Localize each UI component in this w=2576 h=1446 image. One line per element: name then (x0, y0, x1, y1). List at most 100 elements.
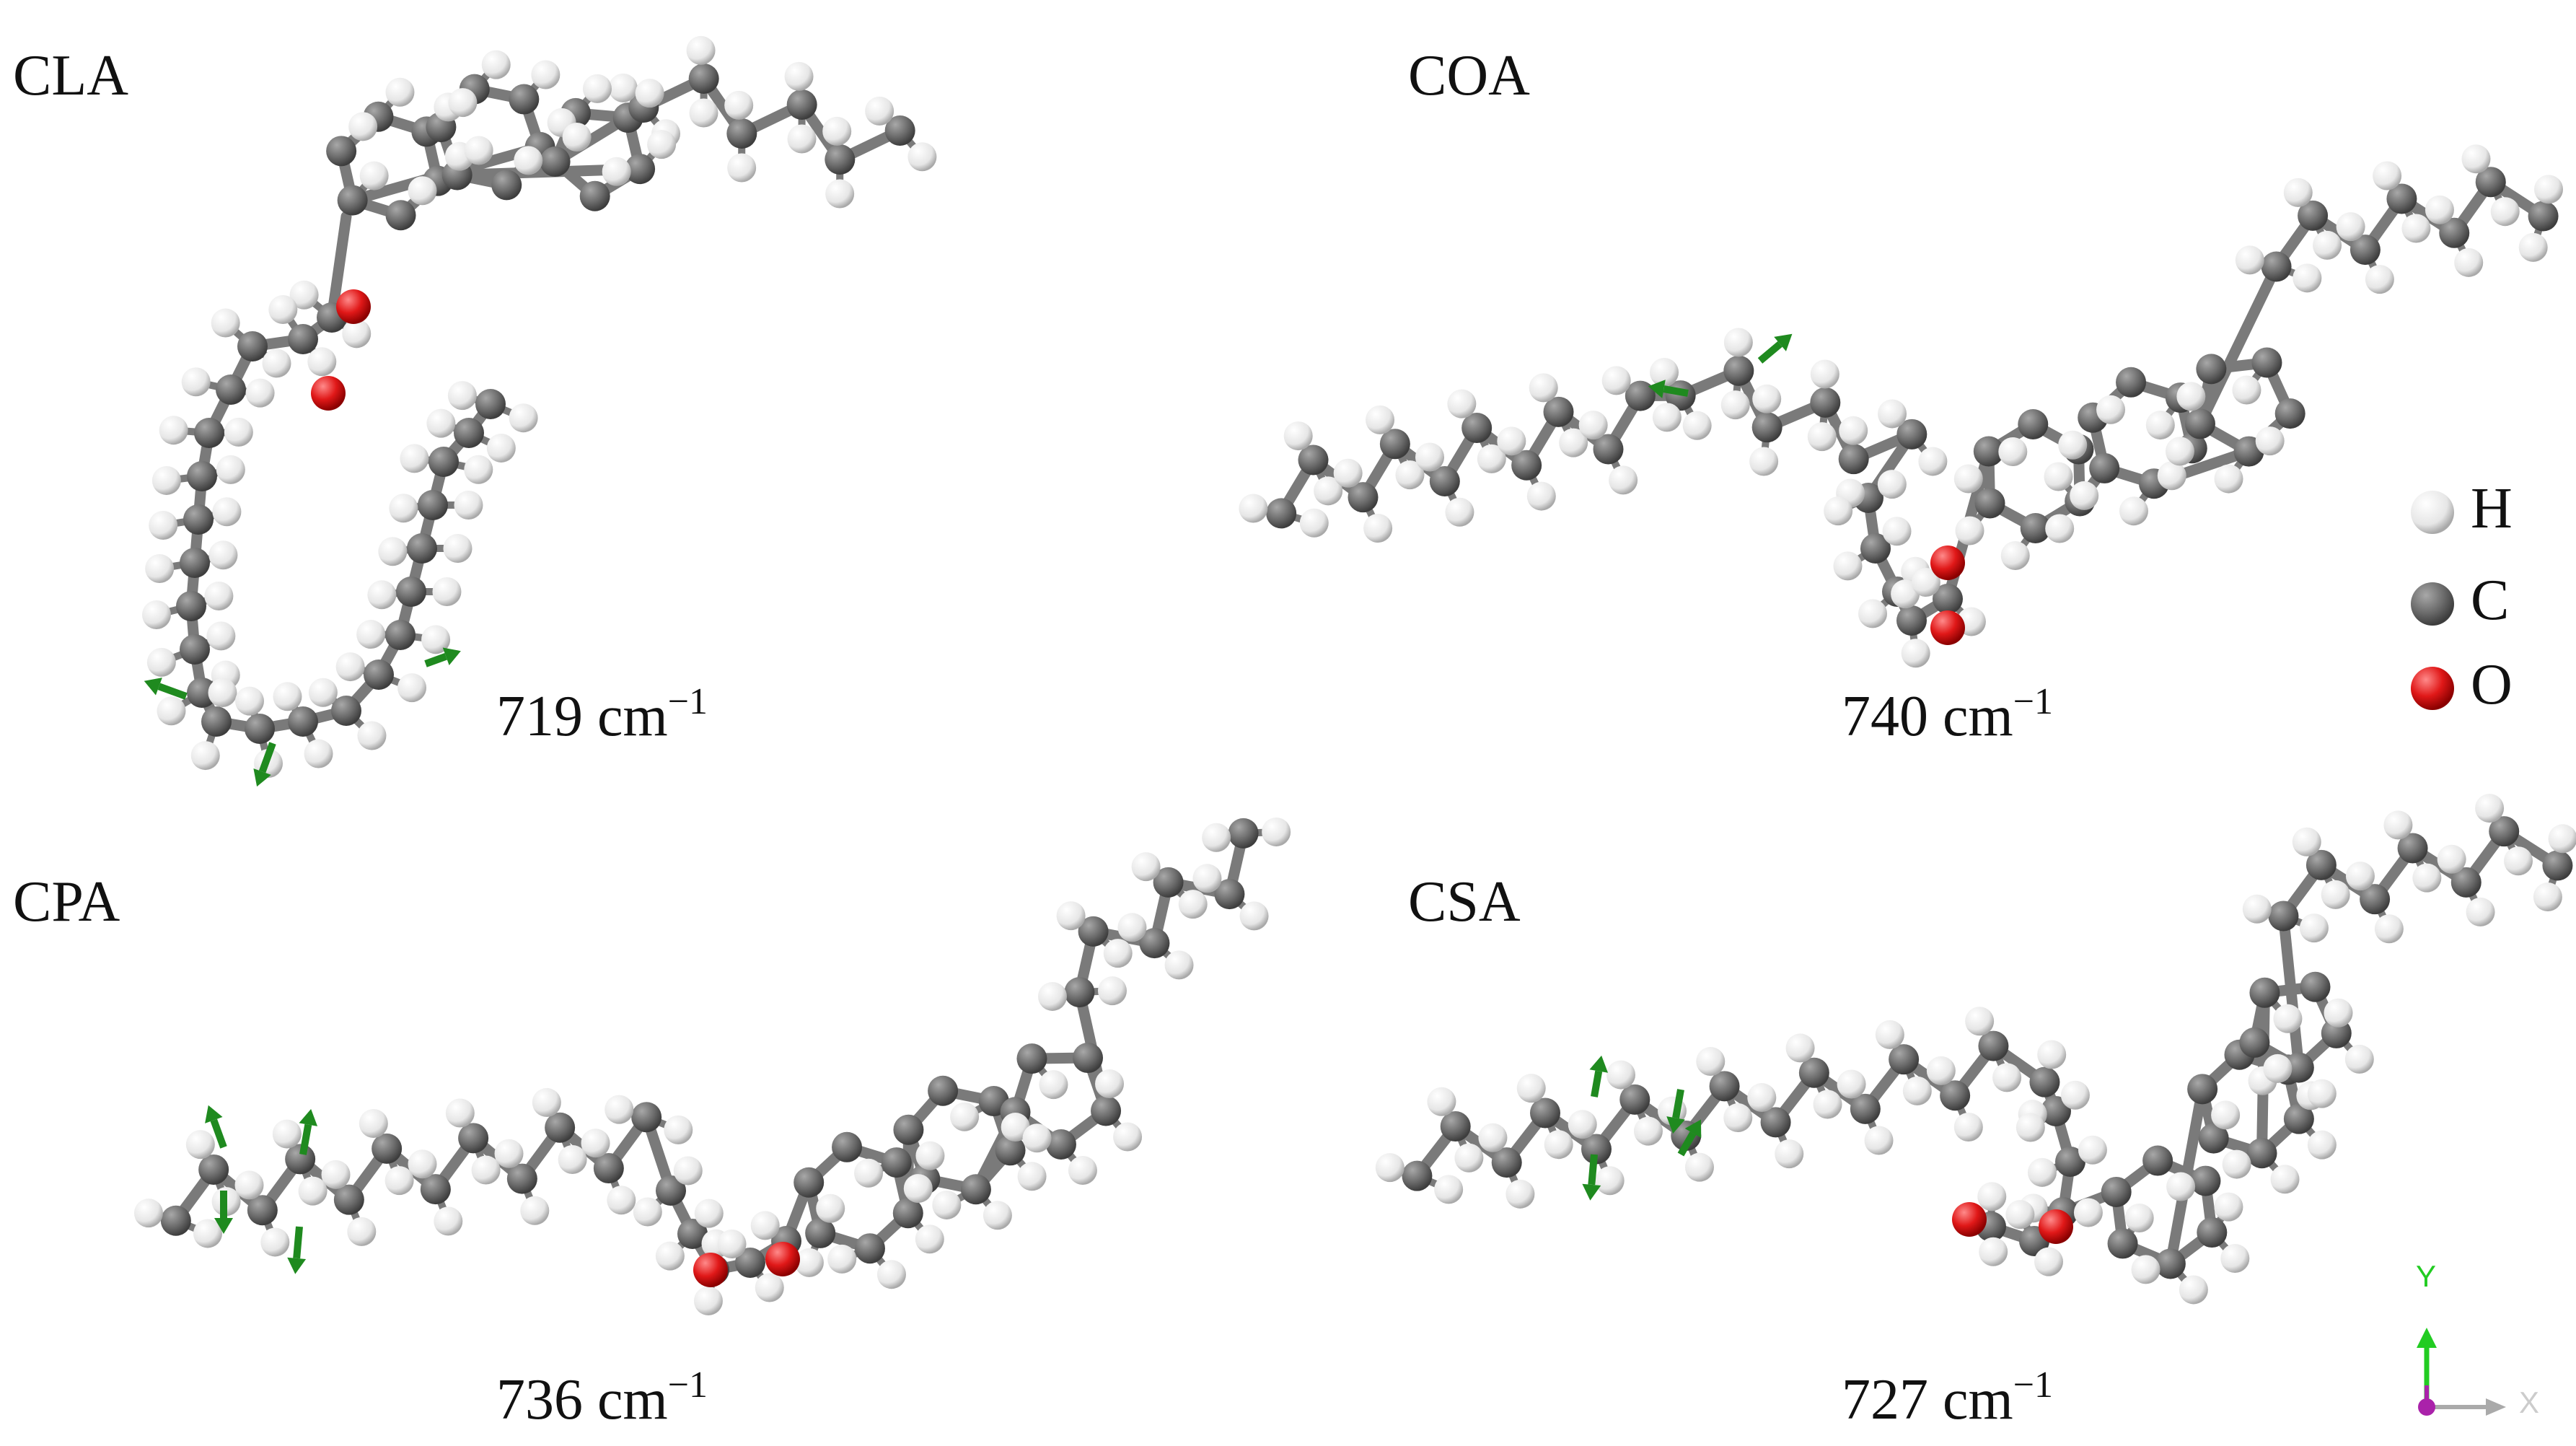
carbon-atom (1838, 444, 1869, 475)
hydrogen-atom (907, 142, 937, 172)
axis-label-x: X (2519, 1385, 2540, 1419)
hydrogen-atom (903, 1174, 933, 1204)
hydrogen-atom (2374, 914, 2404, 944)
frequency-exponent: −1 (667, 1364, 708, 1406)
hydrogen-atom (234, 1170, 264, 1200)
carbon-atom (832, 1131, 863, 1162)
hydrogen-atom (2461, 144, 2491, 174)
hydrogen-atom (481, 50, 511, 79)
hydrogen-atom (582, 74, 612, 103)
hydrogen-atom (208, 540, 238, 570)
frequency-unit: cm (1943, 685, 2013, 748)
carbon-atom (2283, 1103, 2314, 1134)
hydrogen-atom (1953, 464, 1983, 494)
hydrogen-atom (1601, 366, 1631, 395)
hydrogen-atom (1965, 1007, 1995, 1036)
carbon-atom (385, 200, 416, 231)
hydrogen-atom (1833, 551, 1863, 581)
hydrogen-atom (2518, 232, 2548, 262)
carbon-atom (726, 118, 757, 149)
carbon-atom (2300, 971, 2331, 1002)
hydrogen-atom (2324, 998, 2353, 1027)
hydrogen-atom (2437, 844, 2466, 874)
carbon-atom (1078, 916, 1109, 947)
hydrogen-atom (2235, 245, 2264, 275)
carbon-atom (2397, 833, 2428, 864)
hydrogen-atom (724, 90, 754, 120)
hydrogen-atom (509, 403, 538, 433)
displacement-arrow-icon (1589, 1055, 1609, 1073)
hydrogen-atom (602, 157, 631, 186)
carbon-atom (1973, 436, 2004, 467)
frequency-label-coa: 740 cm−1 (1842, 683, 2053, 750)
hydrogen-atom (787, 124, 817, 154)
carbon-atom (1073, 1043, 1104, 1074)
displacement-arrow-icon (253, 768, 271, 787)
hydrogen-atom (1375, 1153, 1405, 1183)
carbon-atom (1593, 434, 1624, 465)
hydrogen-atom (2005, 1200, 2035, 1230)
carbon-atom (187, 461, 217, 491)
hydrogen-atom (2345, 862, 2375, 891)
hydrogen-atom (2145, 411, 2175, 440)
carbon-atom (1760, 1107, 1791, 1138)
hydrogen-atom (2015, 1113, 2045, 1142)
hydrogen-atom (1022, 1123, 1052, 1153)
axis-triad (2417, 1328, 2506, 1416)
carbon-atom (396, 577, 426, 607)
hydrogen-atom (1447, 389, 1477, 419)
carbon-atom (631, 1102, 662, 1133)
hydrogen-atom (983, 1201, 1012, 1230)
carbon-atom (1440, 1111, 1471, 1142)
hydrogen-atom (2344, 1044, 2374, 1074)
hydrogen-atom (2466, 897, 2495, 926)
hydrogen-atom (464, 136, 493, 165)
carbon-atom (506, 1163, 537, 1194)
hydrogen-atom (448, 88, 478, 118)
carbon-atom (1402, 1160, 1433, 1191)
carbon-atom (326, 136, 357, 167)
carbon-atom (2274, 398, 2305, 429)
hydrogen-atom (408, 176, 437, 206)
carbon-atom (1709, 1071, 1740, 1102)
hydrogen-atom (2078, 1135, 2107, 1165)
carbon-atom (2386, 183, 2417, 214)
carbon-atom (2184, 408, 2215, 439)
carbon-atom (2439, 217, 2470, 248)
carbon-atom (794, 1167, 825, 1198)
hydrogen-atom (1202, 823, 1231, 852)
carbon-atom (288, 324, 318, 354)
hydrogen-atom (2165, 437, 2194, 466)
hydrogen-atom (2034, 1247, 2064, 1276)
carbon-atom (2020, 512, 2051, 543)
carbon-atom (540, 146, 571, 178)
hydrogen-atom (1606, 1060, 1635, 1090)
hydrogen-atom (784, 61, 814, 91)
carbon-atom (418, 490, 448, 520)
hydrogen-atom (408, 1149, 437, 1179)
hydrogen-atom (1526, 481, 1556, 511)
hydrogen-atom (531, 60, 561, 89)
carbon-atom (1625, 380, 1656, 411)
hydrogen-atom (693, 1286, 723, 1315)
carbon-atom (1348, 482, 1379, 513)
hydrogen-atom (2299, 913, 2329, 943)
hydrogen-atom (1192, 864, 1222, 893)
carbon-atom (1379, 429, 1410, 460)
hydrogen-atom (686, 35, 716, 65)
displacement-arrow-icon (1666, 1116, 1685, 1134)
panel-label-cpa: CPA (13, 870, 120, 934)
hydrogen-atom (1037, 981, 1067, 1011)
hydrogen-atom (2412, 863, 2442, 893)
carbon-atom (2450, 867, 2482, 898)
hydrogen-atom (694, 1199, 724, 1228)
carbon-atom (2107, 1228, 2138, 1259)
panel-label-cla: CLA (13, 44, 128, 108)
hydrogen-atom (2179, 1275, 2208, 1305)
hydrogen-atom (1953, 1112, 1983, 1142)
carbon-atom (656, 1175, 686, 1206)
hydrogen-atom (1578, 411, 1608, 440)
hydrogen-atom (1723, 1103, 1753, 1133)
hydrogen-atom (1544, 1130, 1573, 1160)
hydrogen-atom (755, 1273, 784, 1302)
